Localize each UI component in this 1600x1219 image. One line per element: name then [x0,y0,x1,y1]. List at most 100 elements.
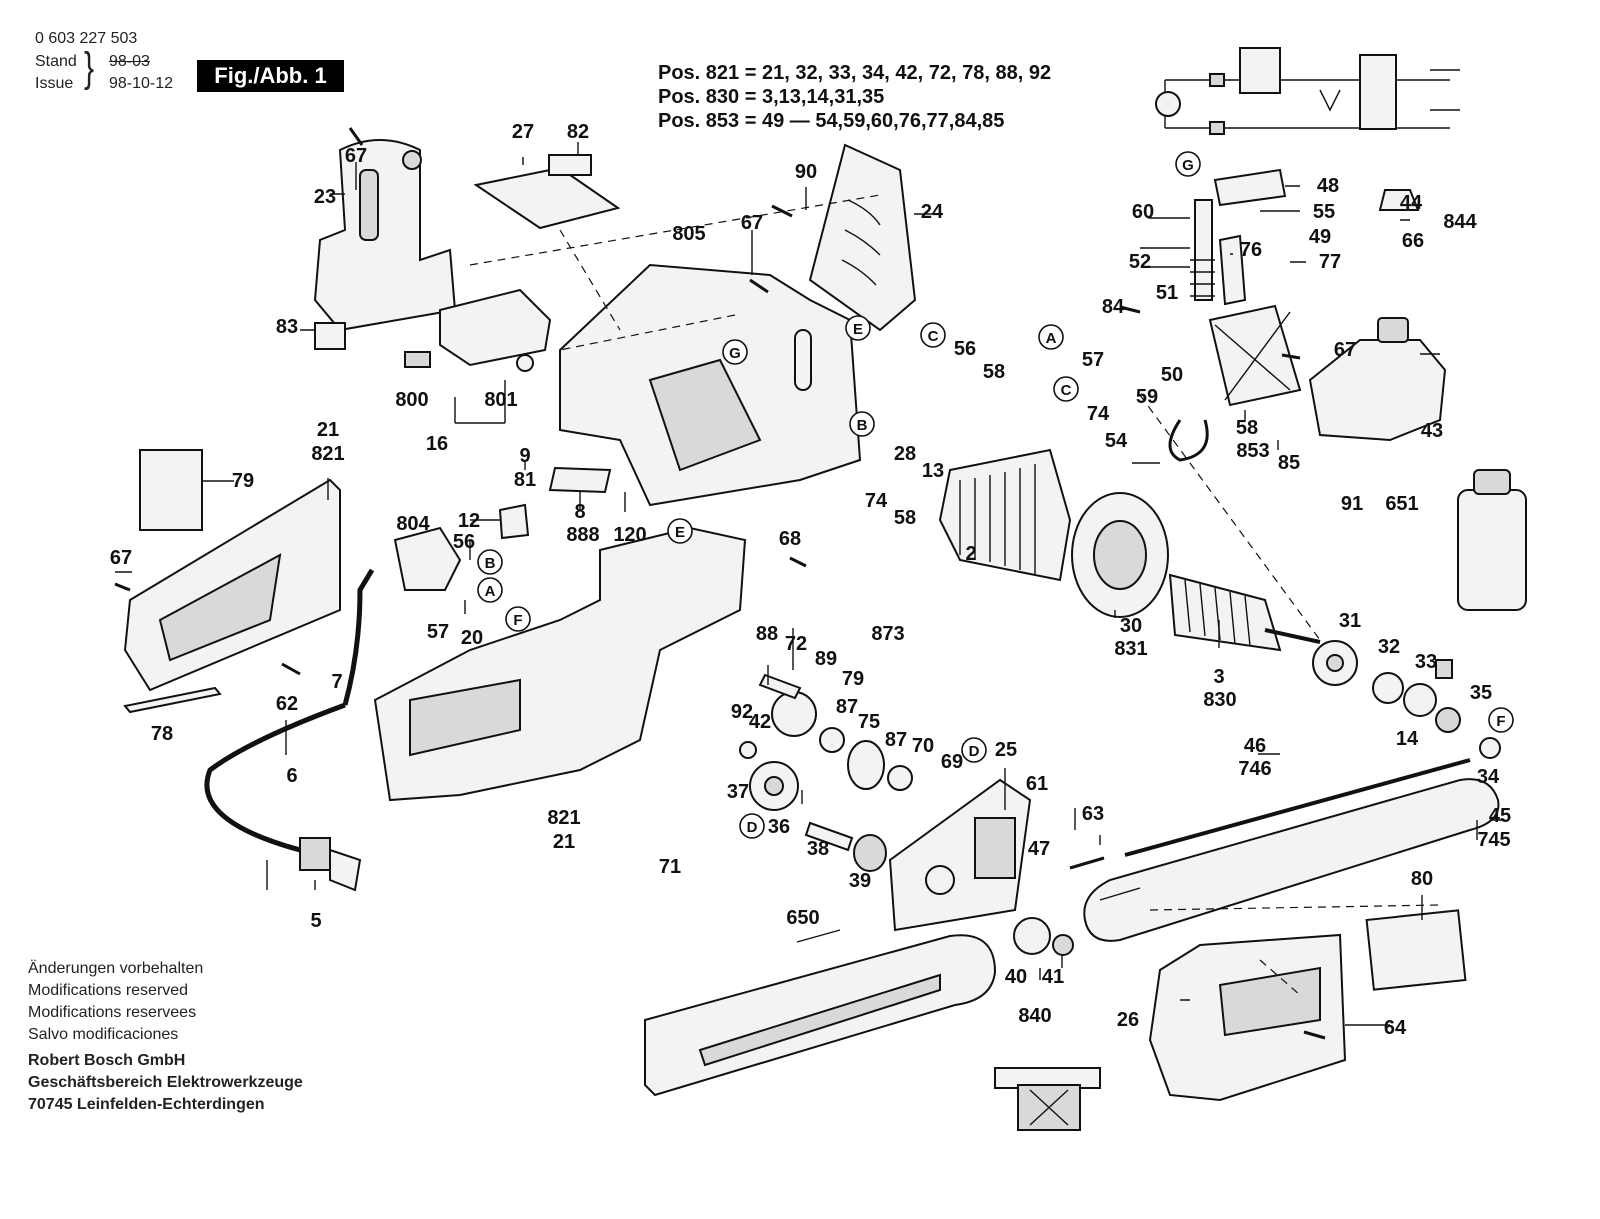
callout-letter-D: D [739,813,765,839]
callout-text: 821 [547,807,580,829]
note-es: Salvo modificaciones [28,1026,179,1043]
callout-text: 47 [1028,838,1050,860]
callout-text: 58 [894,507,916,529]
callout-text: 79 [232,470,254,492]
callout-77: 77 [1319,251,1341,273]
callout-text: E [853,321,863,338]
top-cover-part [473,154,621,230]
callout-91: 91 [1341,493,1363,515]
callout-text: 30 [1120,615,1142,637]
callout-text: 8 [574,501,585,523]
callout-text: 71 [659,856,681,878]
callout-804: 804 [396,513,430,535]
leader-lines [115,142,1505,1026]
callout-57: 57 [1082,349,1104,371]
callout-67: 67 [1334,339,1356,361]
callout-44: 44 [1400,192,1423,214]
callout-text: 48 [1317,175,1339,197]
callout-text: 821 [311,443,344,465]
callout-text: 32 [1378,636,1400,658]
callout-circle-icon [1038,324,1064,350]
issue-label: Issue [35,75,74,92]
callout-text: 44 [1400,192,1423,214]
callout-88: 88 [756,623,778,645]
callout-text: 62 [276,693,298,715]
note-en: Modifications reserved [28,982,189,999]
callout-text: 41 [1042,966,1064,988]
callout-text: 21 [317,419,339,441]
motor-housing-part [559,263,862,507]
callout-circle-icon [739,813,765,839]
callout-58: 58 [1236,417,1258,439]
callout-text: 56 [453,531,475,553]
callout-text: 70 [912,735,934,757]
bearing-33-part [1403,683,1437,717]
callout-text: 25 [995,739,1017,761]
callout-8: 8 [574,501,585,523]
callout-text: 37 [727,781,749,803]
callout-873: 873 [871,623,904,645]
callout-text: 67 [110,547,132,569]
callout-letter-F: F [505,606,531,632]
callout-text: 57 [1082,349,1104,371]
callout-23: 23 [314,186,336,208]
callout-text: 12 [458,510,480,532]
callout-text: 88 [756,623,778,645]
callout-letter-G: G [1175,151,1201,177]
callout-text: 21 [553,831,575,853]
callout-56: 56 [954,338,976,360]
callout-55: 55 [1313,201,1335,223]
callout-text: B [485,555,496,572]
callout-text: 87 [836,696,858,718]
callout-47: 47 [1028,838,1050,860]
callout-79: 79 [842,668,864,690]
callout-circle-icon [505,606,531,632]
callout-letter-G: G [722,339,748,365]
callout-56: 56 [453,531,475,553]
callout-48: 48 [1317,175,1339,197]
callout-text: 831 [1114,638,1147,660]
callout-66: 66 [1402,230,1424,252]
callout-text: 59 [1136,386,1158,408]
callout-831: 831 [1114,638,1147,660]
callout-text: 16 [426,433,448,455]
callout-90: 90 [795,161,817,183]
callout-text: 36 [768,816,790,838]
callout-text: 52 [1129,251,1151,273]
callout-text: 80 [1411,868,1433,890]
callout-37: 37 [727,781,749,803]
callout-80: 80 [1411,868,1433,890]
callout-text: 89 [815,648,837,670]
position-note-821: Pos. 821 = 21, 32, 33, 34, 42, 72, 78, 8… [658,62,1052,84]
callout-text: 39 [849,870,871,892]
callout-text: A [485,583,496,600]
callout-text: 42 [749,711,771,733]
callout-9: 9 [519,445,530,467]
bearing-35-part [1435,707,1461,733]
callout-41: 41 [1042,966,1064,988]
label-plate-part [139,449,203,531]
callout-text: 800 [395,389,428,411]
callout-805: 805 [672,223,705,245]
callout-text: 34 [1477,766,1500,788]
oil-bottle-part [1457,469,1527,611]
callout-840: 840 [1018,1005,1051,1027]
callout-58: 58 [894,507,916,529]
callout-text: 5 [310,910,321,932]
callout-34: 34 [1477,766,1500,788]
callout-text: 24 [921,201,944,223]
callout-120: 120 [613,524,646,546]
callout-81: 81 [514,469,536,491]
callout-text: 26 [1117,1009,1139,1031]
callout-text: 43 [1421,420,1443,442]
sprocket-plate-part [888,778,1032,932]
callout-text: 49 [1309,226,1331,248]
callout-67: 67 [110,547,132,569]
callout-89: 89 [815,648,837,670]
callout-text: 3 [1213,666,1224,688]
callout-888: 888 [566,524,599,546]
callout-31: 31 [1339,610,1361,632]
callout-text: 651 [1385,493,1418,515]
